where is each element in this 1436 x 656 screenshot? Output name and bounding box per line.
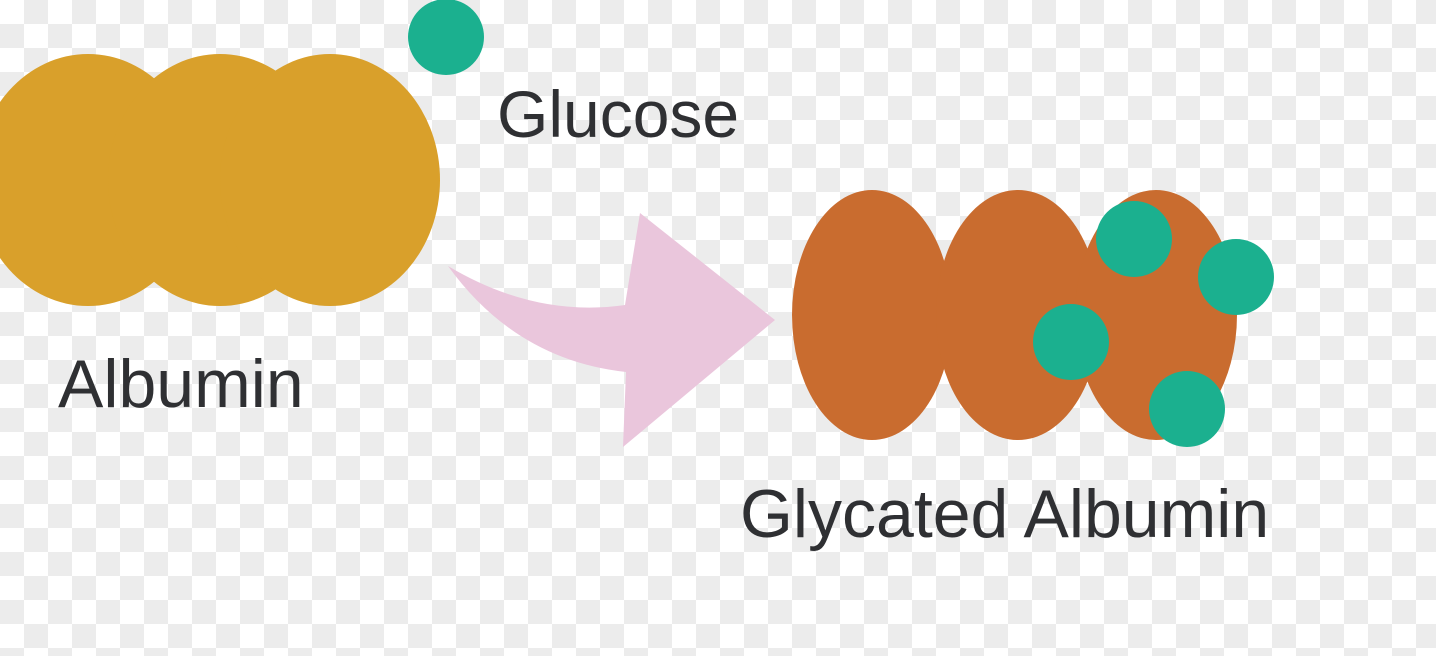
albumin-label: Albumin [58,346,304,422]
curved-arrow-icon [448,213,775,447]
albumin-lobe [220,54,440,306]
glucose-label: Glucose [497,77,740,151]
bound-glucose-molecule [1149,371,1225,447]
glycated-albumin-label: Glycated Albumin [740,476,1270,552]
bound-glucose-molecule [1033,304,1109,380]
bound-glucose-molecule [1096,201,1172,277]
glycated-albumin-lobe [792,190,952,440]
albumin-molecule [0,54,440,306]
bound-glucose-group [1033,201,1274,447]
bound-glucose-molecule [1198,239,1274,315]
glucose-molecule [408,0,484,75]
